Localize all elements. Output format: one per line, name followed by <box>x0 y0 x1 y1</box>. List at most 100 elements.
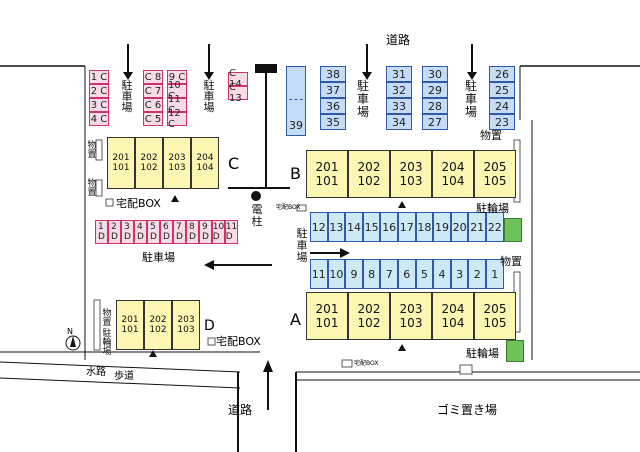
building-d-entrance <box>149 350 157 357</box>
parking-slot: 27 <box>422 114 448 130</box>
unit-upper-number: 202 <box>140 153 158 163</box>
delivery-box-d: 宅配BOX <box>216 335 261 348</box>
unit-lower-number: 105 <box>483 316 507 330</box>
storage-d: 物置 <box>102 309 112 328</box>
parking-slot: 16 <box>380 212 398 242</box>
parking-label-top1: 駐車場 <box>357 79 370 119</box>
north-label: N <box>67 327 73 336</box>
unit-upper-number: 202 <box>357 302 381 316</box>
parking-slot: 10 <box>327 259 346 289</box>
unit-lower-number: 103 <box>399 174 423 188</box>
garbage-label: ゴミ置き場 <box>437 403 498 417</box>
parking-slot-d: 5 D <box>147 220 160 244</box>
parking-slot-d: 10 D <box>212 220 225 244</box>
parking-slot: 2 <box>468 259 486 289</box>
parking-slot: 28 <box>422 98 448 114</box>
unit-lower-number: 102 <box>357 316 381 330</box>
road-bottom-label: 道路 <box>228 403 253 417</box>
parking-label-c1: 駐車場 <box>121 79 133 114</box>
parking-slot: 32 <box>386 82 412 98</box>
parking-slot-d: 1 D <box>95 220 108 244</box>
parking-slot-d: 7 D <box>173 220 186 244</box>
parking-slot-d: 3 D <box>121 220 134 244</box>
parking-slot: 25 <box>489 82 515 98</box>
entrance-arrow-2 <box>204 44 214 80</box>
parking-slot-c: 10 C <box>167 80 187 102</box>
parking-slot: 8 <box>362 259 381 289</box>
entrance-arrow-3 <box>362 44 372 80</box>
parking-slot-d: 4 D <box>134 220 147 244</box>
waterway-label: 水路 <box>86 367 106 378</box>
parking-slot-d: 2 D <box>108 220 121 244</box>
unit-upper-number: 204 <box>441 302 465 316</box>
parking-slot: 35 <box>320 114 346 130</box>
parking-label-c2: 駐車場 <box>203 79 215 114</box>
building-d-label: D <box>204 318 215 334</box>
entrance-arrow-1 <box>123 44 133 80</box>
parking-slot-c: 12 C <box>167 108 187 130</box>
unit-upper-number: 204 <box>441 160 465 174</box>
parking-slot: 13 <box>327 212 346 242</box>
parking-slot-d: 9 D <box>199 220 212 244</box>
parking-label-d: 駐車場 <box>142 251 175 264</box>
parking-slot: 11 <box>310 259 328 289</box>
unit-upper-number: 203 <box>168 153 186 163</box>
unit-upper-number: 204 <box>196 153 214 163</box>
road-top-label: 道路 <box>386 33 411 47</box>
parking-slot: 5 <box>415 259 434 289</box>
building-b-entrance <box>398 201 406 208</box>
parking-label-top2: 駐車場 <box>465 79 478 119</box>
parking-slot: 17 <box>398 212 416 242</box>
storage-c-1: 物置 <box>87 141 97 160</box>
parking-slot: 21 <box>468 212 486 242</box>
unit-lower-number: 103 <box>177 325 195 335</box>
parking-slot: 6 <box>398 259 416 289</box>
parking-slot-c: C 13 <box>228 82 248 104</box>
storage-a: 物置 <box>500 255 522 268</box>
parking-slot: 33 <box>386 98 412 114</box>
bike-parking-b <box>504 218 522 242</box>
unit-upper-number: 202 <box>149 315 167 325</box>
parking-slot-c: 4 C <box>89 112 109 126</box>
unit-lower-number: 102 <box>357 174 381 188</box>
unit-lower-number: 101 <box>315 316 339 330</box>
storage-b: 物置 <box>480 129 502 142</box>
unit-lower-number: 104 <box>441 174 465 188</box>
unit-lower-number: 101 <box>112 163 130 173</box>
unit-upper-number: 203 <box>399 160 423 174</box>
delivery-box-small-b: 宅配BOX <box>276 204 301 211</box>
bike-parking-a-label: 駐輪場 <box>466 347 499 360</box>
parking-slot: 14 <box>345 212 363 242</box>
parking-slot-d: 11 D <box>225 220 238 244</box>
parking-slot: 3 <box>450 259 469 289</box>
parking-slot: 36 <box>320 98 346 114</box>
parking-slot-c: C 7 <box>143 84 163 98</box>
parking-slot-c: 11 C <box>167 94 187 116</box>
unit-lower-number: 101 <box>315 174 339 188</box>
parking-slot: 9 <box>345 259 363 289</box>
unit-upper-number: 201 <box>315 160 339 174</box>
sidewalk-label: 歩道 <box>114 371 134 382</box>
bike-parking-d: 駐輪場 <box>102 329 112 357</box>
parking-slot: 12 <box>310 212 328 242</box>
parking-slot: 4 <box>433 259 451 289</box>
parking-slot-39: 39 <box>286 66 306 136</box>
parking-slot: 15 <box>362 212 381 242</box>
parking-slot: 19 <box>433 212 451 242</box>
pole-label: 電柱 <box>251 203 263 228</box>
parking-slot: 7 <box>380 259 398 289</box>
delivery-box-small-a: 宅配BOX <box>354 360 379 367</box>
storage-c-2: 物置 <box>87 179 97 198</box>
parking-slot: 37 <box>320 82 346 98</box>
